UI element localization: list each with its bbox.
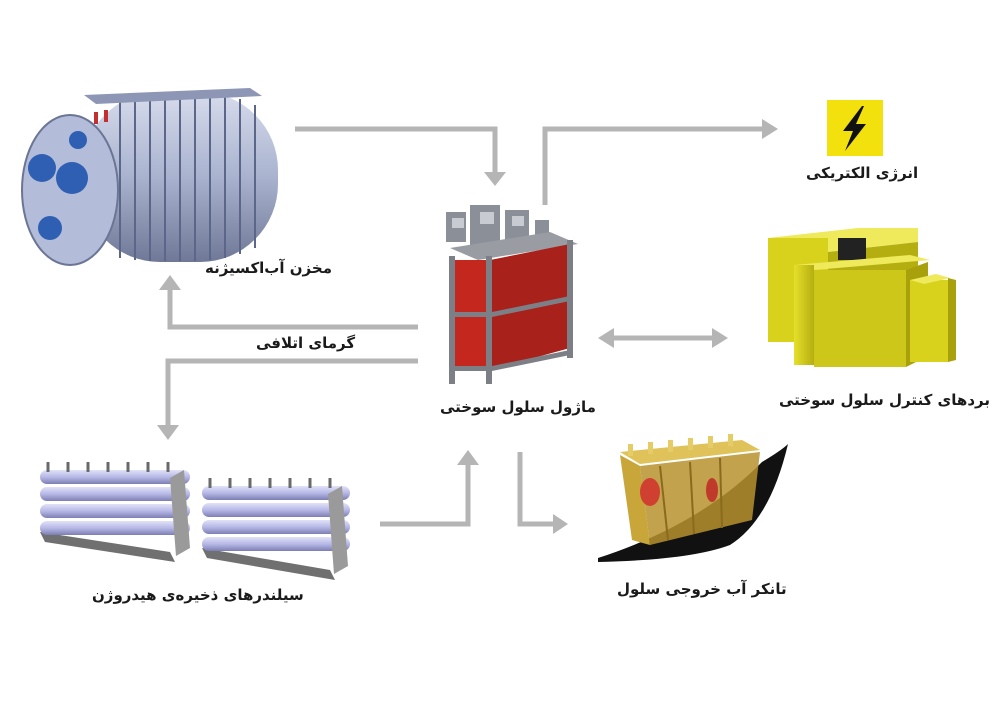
arrowhead-up-tank bbox=[159, 275, 181, 290]
arrowhead-right-control bbox=[712, 328, 728, 348]
arrow-heat-to-tank bbox=[167, 290, 418, 330]
arrowhead-up-module bbox=[457, 450, 479, 465]
hydrogen-cylinders-illustration bbox=[40, 462, 350, 580]
tank-port-icon bbox=[69, 131, 87, 149]
oxygen-tank-illustration bbox=[21, 88, 278, 266]
label-waste-heat: گرمای اتلافی bbox=[256, 334, 356, 352]
cylinder-rack-right bbox=[202, 478, 350, 580]
arrow-module-to-electric bbox=[542, 126, 762, 205]
tank-port-icon bbox=[28, 154, 56, 182]
label-control-boards: بردهای کنترل سلول سوختی bbox=[779, 391, 990, 409]
label-electric-energy: انرژی الکتریکی bbox=[806, 164, 919, 182]
arrowhead-right-electric bbox=[762, 119, 778, 139]
arrowhead-down-cylinders bbox=[157, 425, 179, 440]
lightning-bolt-icon bbox=[827, 100, 883, 156]
fuel-cell-module-illustration bbox=[446, 205, 578, 384]
flow-arrows bbox=[165, 126, 762, 527]
arrow-module-to-water bbox=[517, 452, 553, 527]
tank-port-icon bbox=[38, 216, 62, 240]
label-hydrogen-cylinders: سیلندرهای ذخیره‌ی هیدروژن bbox=[92, 586, 304, 604]
arrowhead-down-module bbox=[484, 172, 506, 186]
label-oxygen-tank: مخزن آب‌اکسیژنه bbox=[205, 259, 332, 277]
arrow-heat-to-cylinders bbox=[165, 358, 418, 425]
label-water-tank: تانکر آب خروجی سلول bbox=[617, 580, 787, 598]
label-fuel-cell-module: ماژول سلول سوختی bbox=[440, 398, 596, 416]
tank-port-icon bbox=[56, 162, 88, 194]
cylinder-rack-left bbox=[40, 462, 190, 562]
arrow-cylinders-to-module bbox=[380, 465, 471, 527]
water-tank-illustration bbox=[598, 434, 788, 562]
control-boards-illustration bbox=[768, 228, 956, 367]
arrowhead-left-module bbox=[598, 328, 614, 348]
arrowhead-right-water bbox=[553, 514, 568, 534]
arrow-tank-to-module bbox=[295, 126, 498, 172]
arrow-heads bbox=[157, 119, 778, 534]
